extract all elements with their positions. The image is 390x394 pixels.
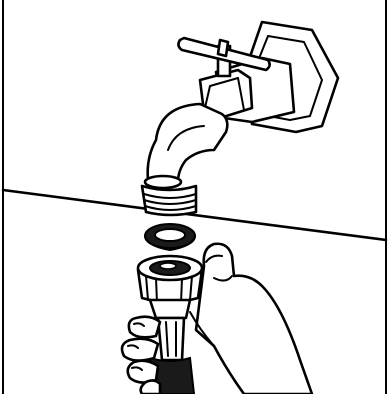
rubber-washer-icon: [145, 224, 195, 250]
faucet-icon: [142, 22, 338, 215]
